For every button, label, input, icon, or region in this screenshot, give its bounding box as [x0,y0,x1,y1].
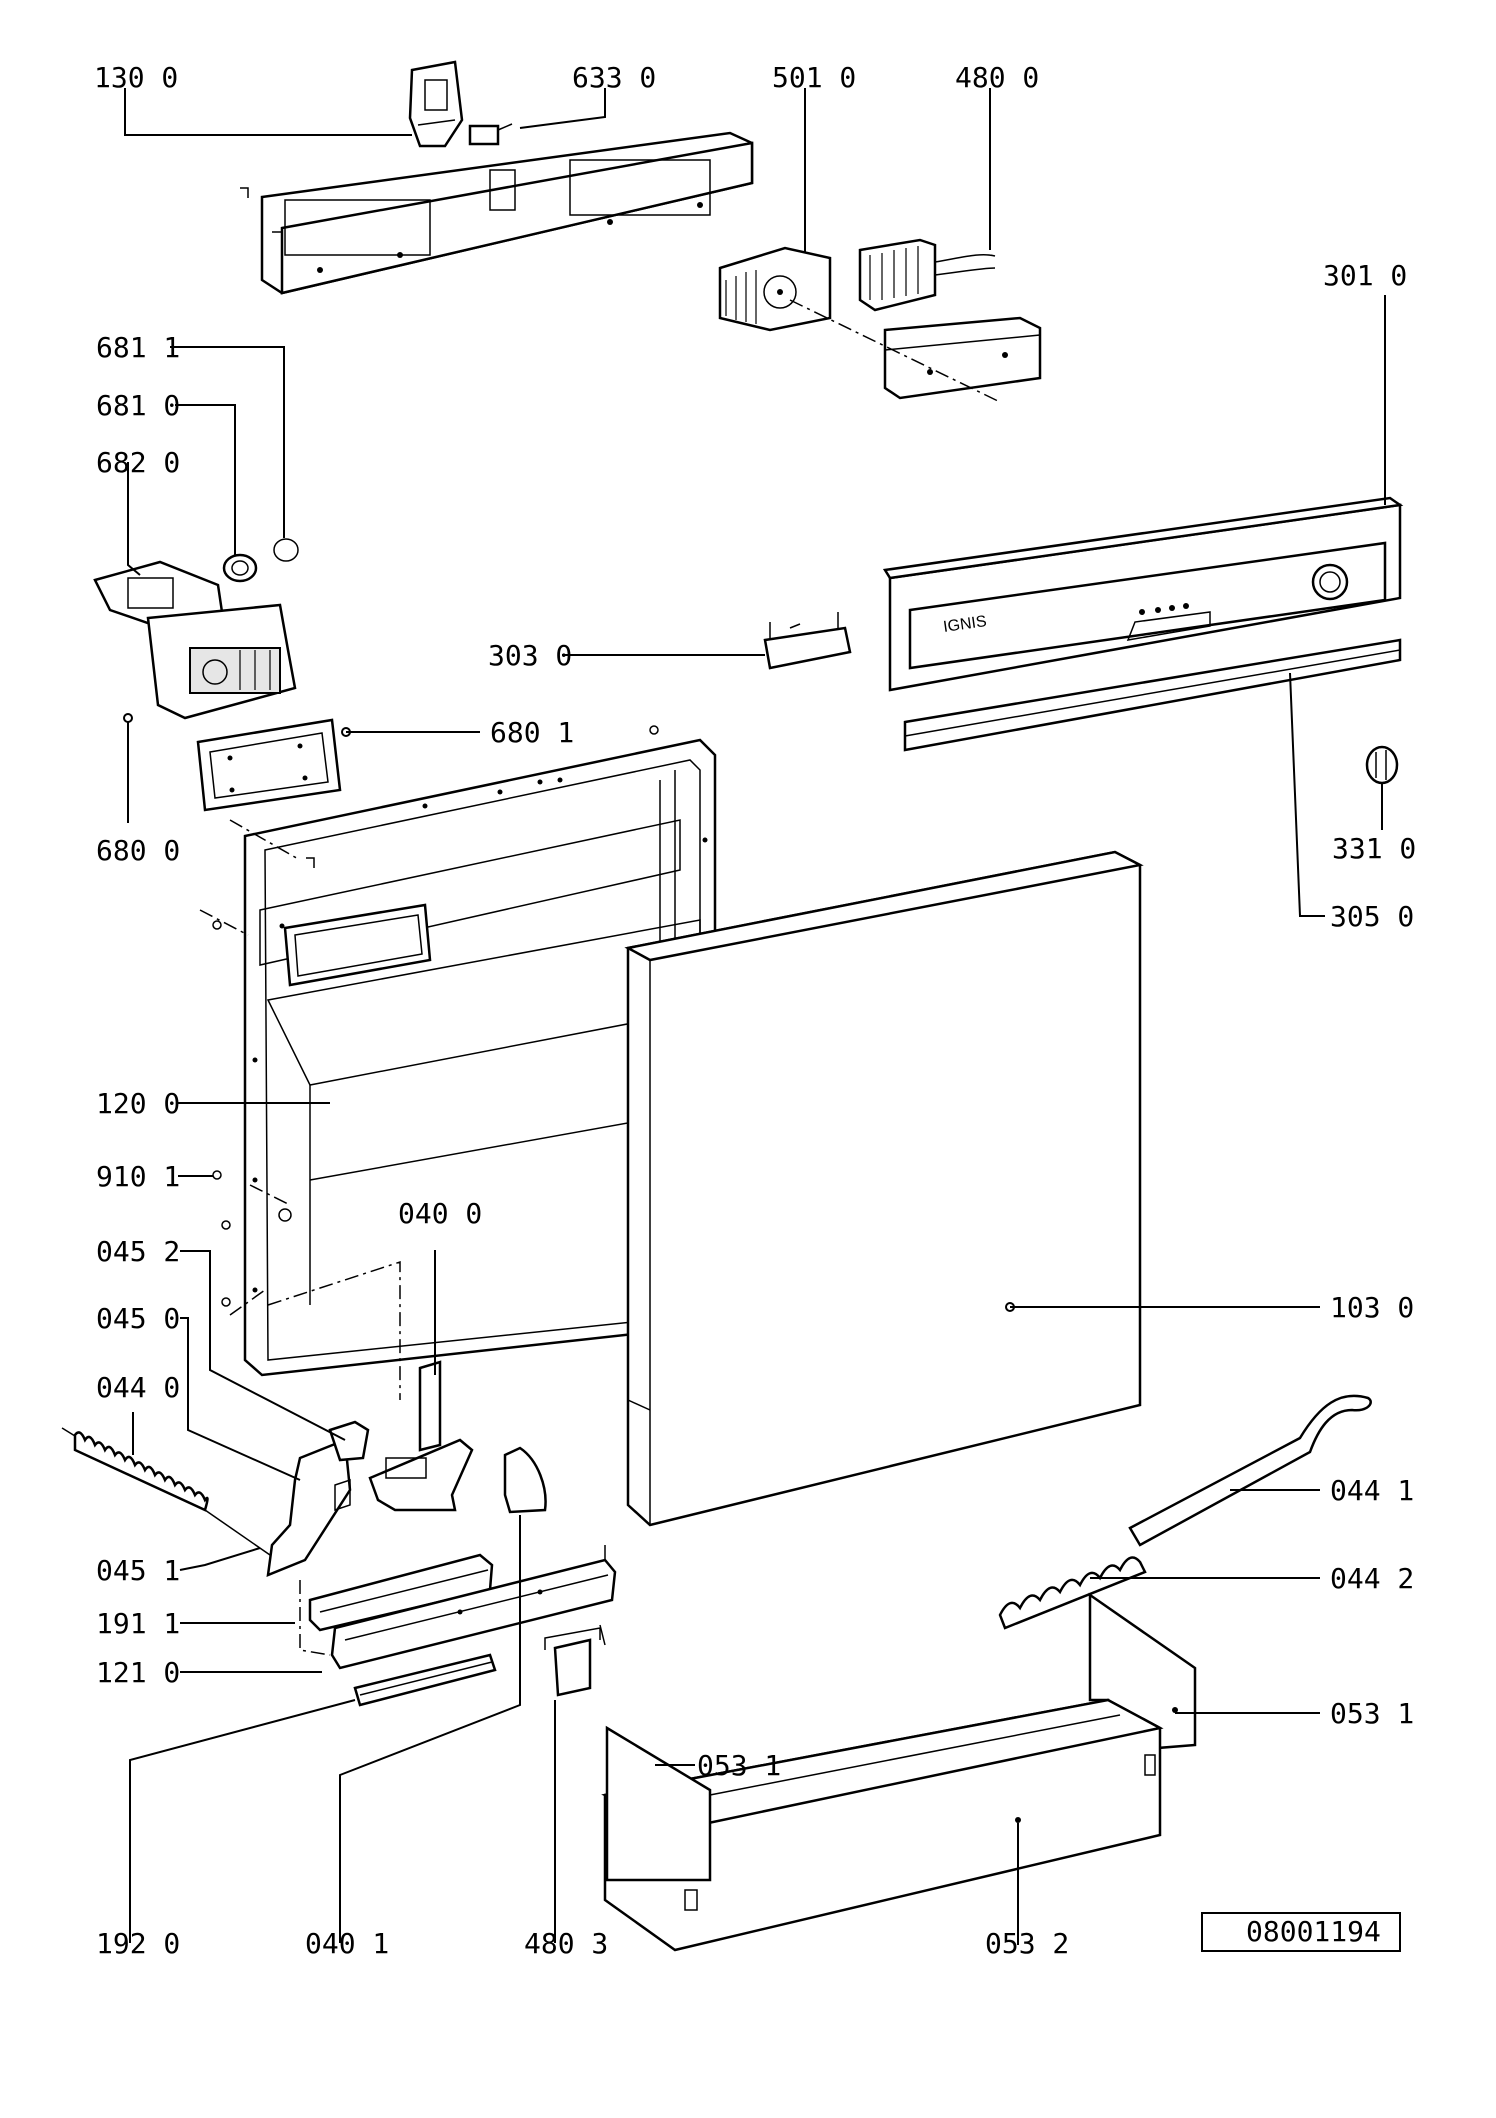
dispenser-gasket [196,718,342,812]
connector-part [544,1627,601,1697]
label-130-0: 130 0 [94,61,178,94]
label-680-0: 680 0 [96,834,180,867]
label-120-0: 120 0 [96,1087,180,1120]
outer-door-panel [624,850,1144,1527]
control-panel: IGNIS [882,496,1404,692]
label-303-0: 303 0 [488,639,572,672]
label-045-0: 045 0 [96,1302,180,1335]
panel-trim-strip [903,638,1402,752]
label-045-1: 045 1 [96,1554,180,1587]
control-bracket [240,131,754,295]
timer-bracket [789,299,1042,403]
label-191-1: 191 1 [96,1607,180,1640]
door-lock-part [408,60,464,148]
label-103-0: 103 0 [1330,1291,1414,1324]
label-040-0: 040 0 [398,1197,482,1230]
label-331-0: 331 0 [1332,832,1416,865]
timer-part [718,246,832,332]
label-480-3: 480 3 [524,1927,608,1960]
microswitch-part [468,123,513,146]
label-480-0: 480 0 [955,61,1039,94]
hinge-bracket-part [368,1360,474,1512]
label-040-1: 040 1 [305,1927,389,1960]
seal-ring-part [273,538,299,562]
label-633-0: 633 0 [572,61,656,94]
hinge-spring-part [61,1427,271,1556]
leader-lines [123,88,1386,1945]
label-044-0: 044 0 [96,1371,180,1404]
drawing-code-box: 08001194 [1201,1912,1401,1952]
label-501-0: 501 0 [772,61,856,94]
hinge-cover-part [503,1446,547,1514]
label-301-0: 301 0 [1323,259,1407,292]
label-044-2: 044 2 [1330,1562,1414,1595]
brand-logo: IGNIS [942,613,988,636]
label-680-1: 680 1 [490,716,574,749]
label-682-0: 682 0 [96,446,180,479]
label-910-1: 910 1 [96,1160,180,1193]
lever-clip-part [763,612,852,670]
drawing-code: 08001194 [1246,1915,1381,1948]
label-681-1: 681 1 [96,331,180,364]
label-192-0: 192 0 [96,1927,180,1960]
kickplate-base [601,1698,1164,1952]
label-053-1-left: 053 1 [697,1749,781,1782]
spring-coil-part [998,1556,1147,1630]
knob-part [1365,745,1399,785]
rail-121-part [330,1545,617,1670]
part-labels: 130 0 633 0 501 0 480 0 301 0 681 1 681 … [94,61,1416,1960]
label-053-1-right: 053 1 [1330,1697,1414,1730]
spring-rod-part [1128,1394,1372,1547]
dispenser-part [93,560,297,720]
hinge-arm-part [266,1420,370,1577]
label-305-0: 305 0 [1330,900,1414,933]
label-053-2: 053 2 [985,1927,1069,1960]
wire-harness-part [858,238,996,312]
label-044-1: 044 1 [1330,1474,1414,1507]
rail-192-part [353,1653,497,1707]
dispenser-cap-part [222,553,258,583]
label-045-2: 045 2 [96,1235,180,1268]
label-681-0: 681 0 [96,389,180,422]
label-121-0: 121 0 [96,1656,180,1689]
kickplate-side-left [605,1725,712,1882]
